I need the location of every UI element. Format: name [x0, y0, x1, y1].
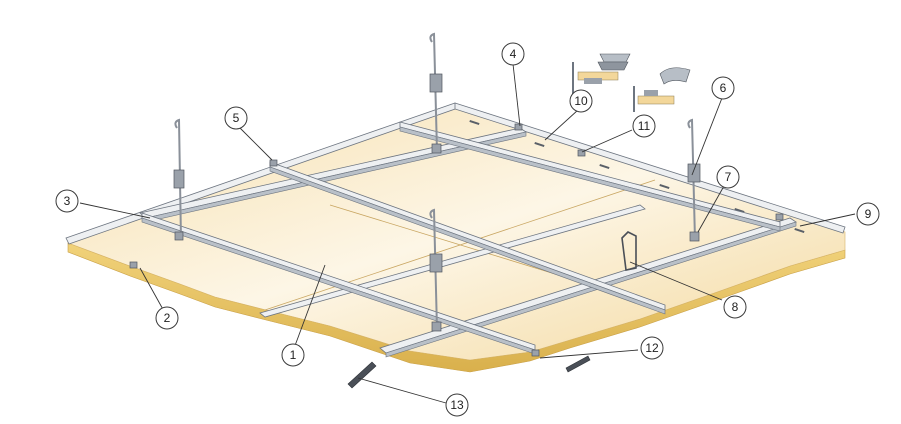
runner-clip [269, 159, 278, 167]
splice-piece-12 [565, 355, 591, 373]
leader-13 [357, 377, 447, 404]
rail-slot [794, 228, 805, 233]
callout-10: 10 [569, 89, 593, 113]
hanger-right [687, 118, 701, 242]
callout-6-label: 6 [720, 81, 727, 95]
callout-10-label: 10 [574, 94, 588, 108]
callout-5: 5 [224, 106, 248, 130]
runner-clip [577, 149, 586, 157]
callout-5-label: 5 [233, 111, 240, 125]
callout-1: 1 [281, 343, 305, 367]
callout-1-label: 1 [290, 348, 297, 362]
callout-9: 9 [856, 202, 880, 226]
hanger-left [173, 118, 185, 241]
callout-7-label: 7 [725, 170, 732, 184]
leader-lines [79, 63, 856, 404]
cross-tee-2-side [269, 166, 666, 315]
callout-8-label: 8 [732, 300, 739, 314]
callout-9-label: 9 [865, 207, 872, 221]
leader-9 [799, 213, 856, 227]
main-runner-2-side [385, 221, 797, 358]
leader-12 [539, 349, 639, 359]
leader-11 [581, 129, 633, 153]
hangers [173, 32, 701, 332]
leader-4 [512, 63, 521, 127]
wall-angle-right [454, 102, 846, 234]
leader-8 [629, 261, 723, 301]
leader-7 [697, 185, 725, 233]
callout-13: 13 [445, 393, 469, 417]
cross-tee-3-side [399, 126, 781, 232]
leader-6 [691, 97, 723, 176]
hanger-back [429, 32, 443, 154]
callout-4-label: 4 [510, 47, 517, 61]
callout-13-label: 13 [450, 398, 464, 412]
hanger-center [429, 208, 443, 332]
leader-10 [544, 109, 579, 141]
detail-inset-10 [572, 53, 631, 96]
callout-3-label: 3 [64, 194, 71, 208]
callout-7: 7 [716, 165, 740, 189]
rail-slot [599, 164, 610, 169]
splice-piece-13 [347, 361, 377, 389]
runner-clip [129, 261, 138, 269]
leader-5 [239, 127, 273, 161]
leader-3 [79, 202, 151, 219]
rail-slot [659, 184, 670, 189]
rail-slot [534, 142, 545, 147]
callout-11: 11 [632, 114, 656, 138]
hanger-bracket-8 [621, 231, 637, 271]
callout-8: 8 [723, 295, 747, 319]
runner-clip [775, 213, 784, 221]
callout-2-label: 2 [164, 311, 171, 325]
leader-2 [139, 267, 166, 314]
callout-3: 3 [55, 189, 79, 213]
runner-clip [531, 349, 540, 357]
callout-11-label: 11 [638, 119, 651, 133]
rail-slot [469, 119, 480, 125]
callout-2: 2 [155, 306, 179, 330]
callout-6: 6 [711, 76, 735, 100]
callout-4: 4 [501, 42, 525, 66]
runner-clip [514, 123, 523, 131]
leader-1 [292, 264, 326, 352]
callout-12-label: 12 [645, 341, 659, 355]
detail-inset-11 [633, 67, 691, 112]
callout-12: 12 [640, 336, 664, 360]
runner-clips [129, 123, 784, 357]
callouts: 1 2 3 4 5 6 7 8 9 10 11 12 13 [55, 42, 880, 417]
